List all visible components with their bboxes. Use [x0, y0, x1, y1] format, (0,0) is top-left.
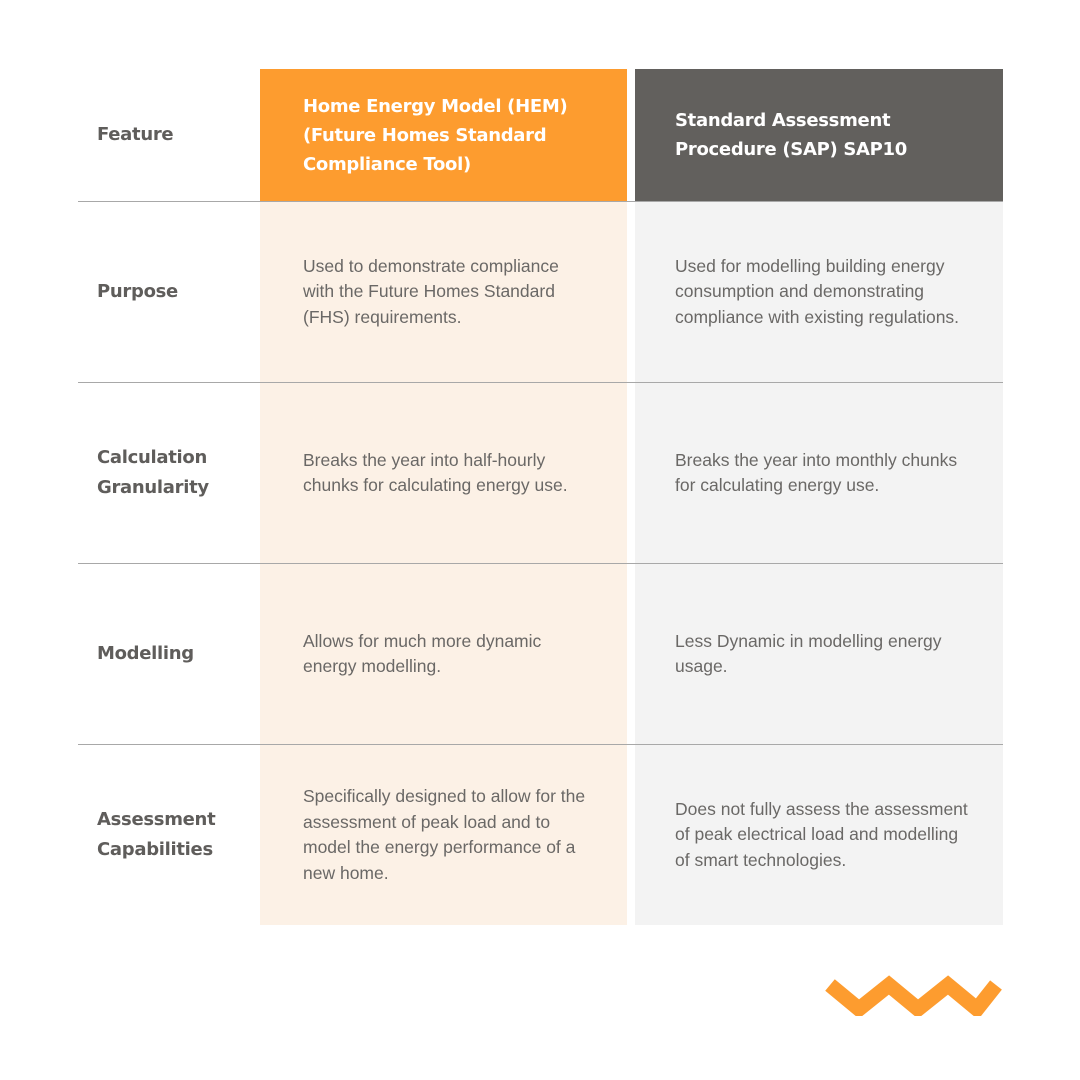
- header-feature-label: Feature: [97, 124, 174, 145]
- table-row: Purpose Used to demonstrate compliance w…: [78, 201, 1003, 382]
- row-feature-label: Assessment Capabilities: [97, 809, 216, 860]
- table-row: Assessment Capabilities Specifically des…: [78, 744, 1003, 925]
- header-hem-label: Home Energy Model (HEM) (Future Homes St…: [303, 95, 568, 175]
- row-hem-text: Breaks the year into half-hourly chunks …: [303, 449, 568, 496]
- header-sap-label: Standard Assessment Procedure (SAP) SAP1…: [675, 110, 908, 160]
- row-hem-text: Allows for much more dynamic energy mode…: [303, 630, 542, 677]
- comparison-table: Feature Home Energy Model (HEM) (Future …: [78, 69, 1003, 925]
- table-row: Calculation Granularity Breaks the year …: [78, 382, 1003, 563]
- header-sap-cell: Standard Assessment Procedure (SAP) SAP1…: [635, 69, 1003, 201]
- table-header-row: Feature Home Energy Model (HEM) (Future …: [78, 69, 1003, 201]
- row-hem-text: Specifically designed to allow for the a…: [303, 786, 586, 883]
- row-sap-text: Less Dynamic in modelling energy usage.: [675, 630, 942, 677]
- header-feature-cell: Feature: [78, 69, 260, 201]
- row-feature-label: Calculation Granularity: [97, 447, 209, 498]
- zigzag-logo-icon: [825, 975, 1002, 1016]
- table-row: Modelling Allows for much more dynamic e…: [78, 563, 1003, 744]
- header-hem-cell: Home Energy Model (HEM) (Future Homes St…: [260, 69, 627, 201]
- row-hem-text: Used to demonstrate compliance with the …: [303, 255, 559, 327]
- row-feature-label: Modelling: [97, 643, 194, 664]
- row-sap-text: Breaks the year into monthly chunks for …: [675, 449, 958, 496]
- row-sap-text: Used for modelling building energy consu…: [675, 255, 960, 327]
- row-feature-label: Purpose: [97, 281, 178, 302]
- row-sap-text: Does not fully assess the assessment of …: [675, 798, 968, 870]
